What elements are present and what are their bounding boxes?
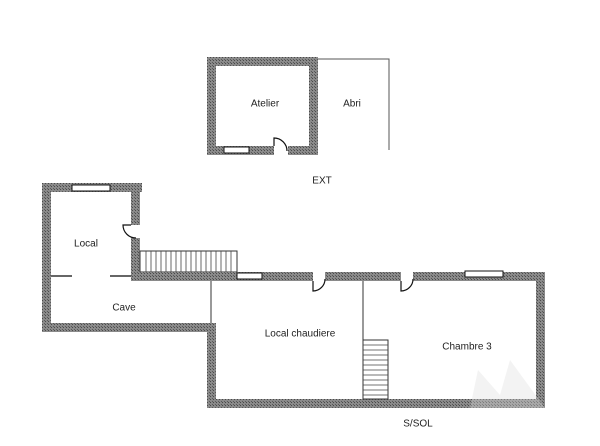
room-label-chambre-3: Chambre 3 — [442, 341, 492, 353]
room-label-cave: Cave — [112, 302, 136, 314]
abri-outline — [318, 58, 390, 150]
room-label-local: Local — [74, 238, 98, 250]
local-cave-walls — [42, 183, 216, 332]
room-label-atelier: Atelier — [250, 98, 280, 110]
level-label: S/SOL — [403, 418, 433, 430]
room-label-local-chaudiere: Local chaudiere — [264, 328, 336, 340]
stairs-lower — [362, 339, 389, 400]
watermark-logo — [470, 360, 545, 408]
exterior-label: EXT — [312, 175, 332, 187]
stairs-upper — [139, 250, 238, 273]
room-label-abri: Abri — [343, 98, 361, 110]
atelier-walls — [207, 57, 318, 155]
